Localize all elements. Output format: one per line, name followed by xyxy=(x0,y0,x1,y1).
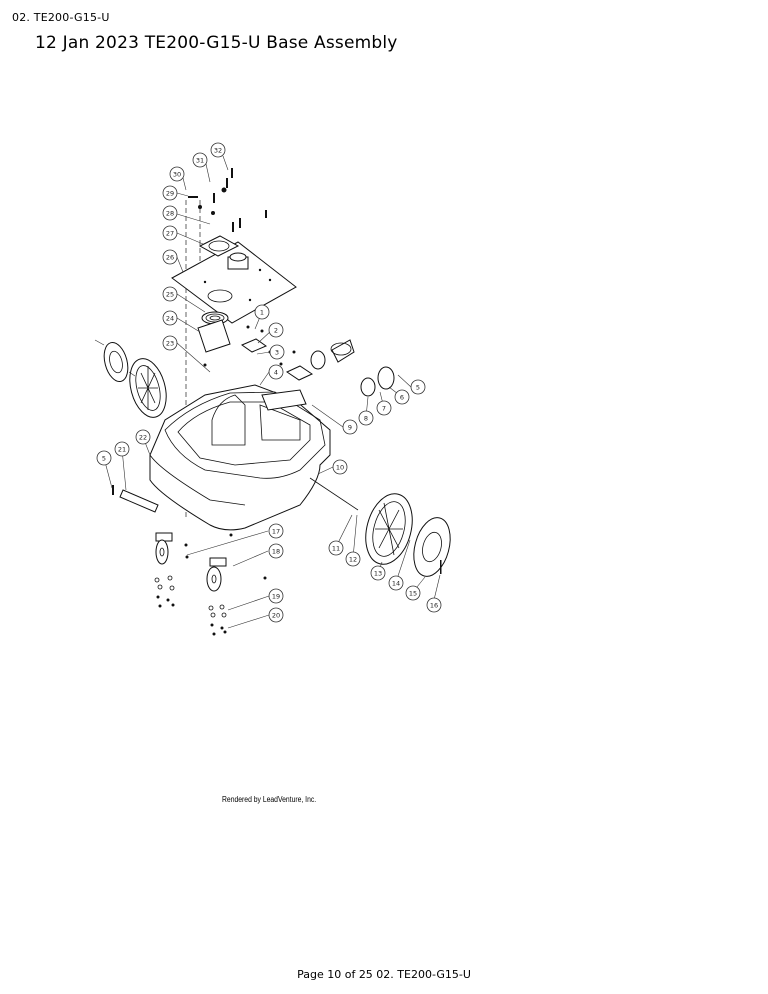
callout-21: 21 xyxy=(114,441,130,457)
callout-30: 30 xyxy=(169,166,185,182)
render-credit: Rendered by LeadVenture, Inc. xyxy=(222,795,317,804)
caster-wheel-right xyxy=(206,557,227,592)
svg-text:9: 9 xyxy=(348,424,352,432)
svg-text:15: 15 xyxy=(409,590,417,598)
svg-text:18: 18 xyxy=(272,548,280,556)
callout-1: 1 xyxy=(254,304,270,320)
callout-26: 26 xyxy=(162,249,178,265)
svg-text:22: 22 xyxy=(139,434,147,442)
callout-11: 11 xyxy=(328,540,344,556)
svg-text:31: 31 xyxy=(196,157,204,165)
fan-assembly xyxy=(198,235,240,257)
front-bumper-bar xyxy=(119,489,159,513)
svg-text:4: 4 xyxy=(274,369,278,377)
callout-16: 16 xyxy=(426,597,442,613)
callout-20: 20 xyxy=(268,607,284,623)
callout-25: 25 xyxy=(162,286,178,302)
callout-5-right: 5 xyxy=(410,379,426,395)
callout-labels: 32 31 30 29 28 27 26 25 24 23 1 2 3 4 5 … xyxy=(96,142,442,623)
svg-text:17: 17 xyxy=(272,528,280,536)
callout-5-left: 5 xyxy=(96,450,112,466)
callout-22: 22 xyxy=(135,429,151,445)
svg-text:7: 7 xyxy=(382,405,386,413)
callout-28: 28 xyxy=(162,205,178,221)
left-wheel xyxy=(129,358,167,418)
page-footer: Page 10 of 25 02. TE200-G15-U xyxy=(297,968,471,981)
caster-wheel-left xyxy=(155,532,173,565)
callout-18: 18 xyxy=(268,543,284,559)
bracket-plate xyxy=(285,365,314,381)
svg-text:5: 5 xyxy=(416,384,420,392)
svg-text:2: 2 xyxy=(274,327,278,335)
callout-9: 9 xyxy=(342,419,358,435)
svg-text:1: 1 xyxy=(260,309,264,317)
svg-text:27: 27 xyxy=(166,230,174,238)
svg-text:10: 10 xyxy=(336,464,344,472)
callout-3: 3 xyxy=(269,344,285,360)
callout-31: 31 xyxy=(192,152,208,168)
callout-32: 32 xyxy=(210,142,226,158)
document-code: 02. TE200-G15-U xyxy=(12,11,110,24)
base-housing xyxy=(149,384,331,531)
callout-10: 10 xyxy=(332,459,348,475)
svg-text:25: 25 xyxy=(166,291,174,299)
filter-panel xyxy=(197,319,231,353)
callout-13: 13 xyxy=(370,565,386,581)
svg-text:29: 29 xyxy=(166,190,174,198)
callout-24: 24 xyxy=(162,310,178,326)
callout-6: 6 xyxy=(394,389,410,405)
right-hubcap xyxy=(413,517,451,577)
callout-19: 19 xyxy=(268,588,284,604)
svg-text:23: 23 xyxy=(166,340,174,348)
caster-hardware xyxy=(154,533,267,636)
left-hubcap xyxy=(103,341,129,383)
callout-17: 17 xyxy=(268,523,284,539)
svg-text:21: 21 xyxy=(118,446,126,454)
page-title: 12 Jan 2023 TE200-G15-U Base Assembly xyxy=(35,33,398,53)
svg-text:8: 8 xyxy=(364,415,368,423)
svg-text:20: 20 xyxy=(272,612,280,620)
callout-29: 29 xyxy=(162,185,178,201)
callout-4: 4 xyxy=(268,364,284,380)
bracket xyxy=(240,338,268,353)
callout-15: 15 xyxy=(405,585,421,601)
callout-14: 14 xyxy=(388,575,404,591)
rear-bracket xyxy=(261,389,307,411)
svg-text:28: 28 xyxy=(166,210,174,218)
axle-rod xyxy=(309,477,359,511)
svg-text:26: 26 xyxy=(166,254,174,262)
callout-7: 7 xyxy=(376,400,392,416)
svg-text:13: 13 xyxy=(374,570,382,578)
svg-text:14: 14 xyxy=(392,580,400,588)
svg-text:19: 19 xyxy=(272,593,280,601)
svg-text:24: 24 xyxy=(166,315,174,323)
motor-coupling xyxy=(310,339,395,397)
svg-text:6: 6 xyxy=(400,394,404,402)
callout-8: 8 xyxy=(358,410,374,426)
base-plate xyxy=(171,241,297,324)
svg-text:11: 11 xyxy=(332,545,340,553)
svg-text:12: 12 xyxy=(349,556,357,564)
callout-27: 27 xyxy=(162,225,178,241)
svg-text:16: 16 xyxy=(430,602,438,610)
callout-2: 2 xyxy=(268,322,284,338)
right-wheel xyxy=(365,493,413,565)
callout-12: 12 xyxy=(345,551,361,567)
svg-text:30: 30 xyxy=(173,171,181,179)
svg-text:32: 32 xyxy=(214,147,222,155)
svg-text:5: 5 xyxy=(102,455,106,463)
svg-text:3: 3 xyxy=(275,349,279,357)
callout-23: 23 xyxy=(162,335,178,351)
